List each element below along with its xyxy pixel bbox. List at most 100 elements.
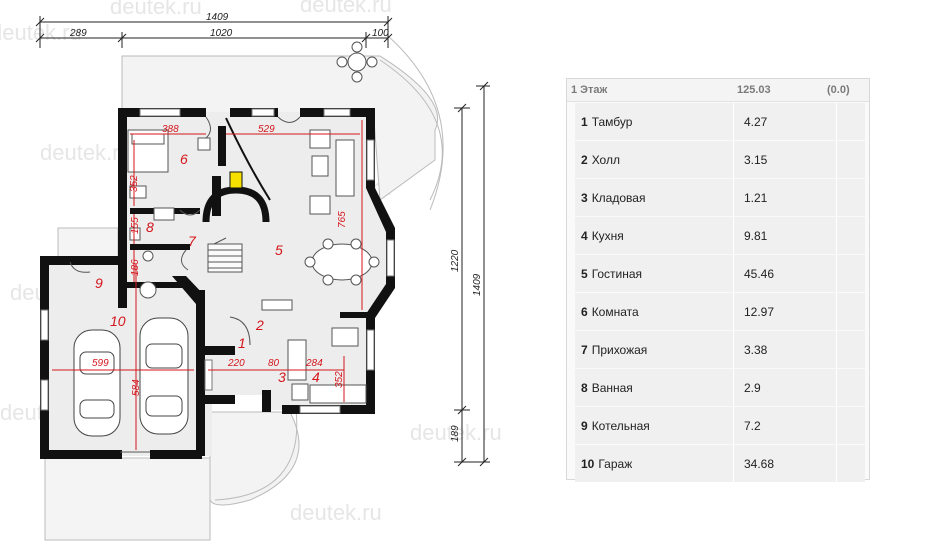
curved-partition xyxy=(225,117,271,201)
terrace-bottom xyxy=(209,411,300,506)
overall-width-label: 1409 xyxy=(206,12,229,23)
room-number: 8 xyxy=(581,380,588,395)
furniture xyxy=(127,129,380,404)
room-name: Гостиная xyxy=(591,266,643,281)
room-dim: 352 xyxy=(129,175,140,192)
room-number: 6 xyxy=(581,304,588,319)
room-name: Тамбур xyxy=(591,114,633,129)
boiler-round-icon xyxy=(139,281,157,299)
room-name: Ванная xyxy=(591,380,633,395)
blank-cell xyxy=(837,217,865,254)
room-number: 10 xyxy=(581,456,595,471)
room-number: 9 xyxy=(581,418,588,433)
room-area: 2.9 xyxy=(734,369,837,406)
outer-dimensions: 1409 289 1020 100 1220 1409 189 xyxy=(69,12,483,442)
terrace-bottom-arc xyxy=(214,409,298,501)
patio-table-icon xyxy=(336,41,378,83)
room-number: 1 xyxy=(238,335,246,351)
room-name: Котельная xyxy=(591,418,650,433)
outer-dim-lines xyxy=(35,16,490,467)
watermark: deutek.ru xyxy=(290,500,382,525)
room-dim: 284 xyxy=(305,358,323,369)
height-main-label: 1220 xyxy=(450,249,461,272)
room-number: 5 xyxy=(581,266,588,281)
room-area: 9.81 xyxy=(734,217,837,254)
room-dim: 584 xyxy=(131,379,142,396)
blank-cell xyxy=(837,331,865,368)
room-dim: 220 xyxy=(227,358,245,369)
dining-table-icon xyxy=(311,243,373,281)
blank-cell xyxy=(837,369,865,406)
room-number: 7 xyxy=(581,342,588,357)
bathtub-icon xyxy=(153,207,175,221)
room-number: 6 xyxy=(180,151,188,167)
room-number: 7 xyxy=(188,233,197,249)
room-number: 3 xyxy=(278,369,286,385)
height-bottom-label: 189 xyxy=(450,425,461,442)
blank-cell xyxy=(837,407,865,444)
watermark: deutek.ru xyxy=(0,20,82,45)
blank-cell xyxy=(837,103,865,140)
room-name: Кладовая xyxy=(591,190,646,205)
extra-area: (0.0) xyxy=(827,84,850,96)
room-dim: 529 xyxy=(258,124,275,135)
sofa-icon xyxy=(335,139,355,197)
blank-cell xyxy=(837,141,865,178)
floor-plan: deutek.ru deutek.ru deutek.ru deutek.ru … xyxy=(0,0,502,541)
boiler-icon xyxy=(229,171,243,189)
terrace-top xyxy=(121,55,439,201)
car-icon xyxy=(73,329,121,437)
room-dim: 765 xyxy=(337,211,348,228)
main-floor xyxy=(122,112,392,410)
left-offset-label: 289 xyxy=(69,28,87,39)
room-area: 45.46 xyxy=(734,255,837,292)
room-number: 4 xyxy=(312,369,320,385)
floor-label: 1 Этаж xyxy=(571,84,608,96)
armchair-icon xyxy=(309,129,331,149)
room-number: 3 xyxy=(581,190,588,205)
main-width-label: 1020 xyxy=(210,28,233,39)
room-number: 4 xyxy=(581,228,588,243)
room-area: 7.2 xyxy=(734,407,837,444)
room-area: 12.97 xyxy=(734,293,837,330)
watermark: deutek.ru xyxy=(410,420,502,445)
room-name: Кухня xyxy=(591,228,624,243)
room-dim-lines xyxy=(52,120,363,450)
total-area: 125.03 xyxy=(737,84,771,96)
room-dim: 80 xyxy=(268,358,280,369)
room-number: 2 xyxy=(581,152,588,167)
room-number: 8 xyxy=(146,219,154,235)
stairs-icon xyxy=(207,237,243,273)
room-numbers: 1 2 3 4 5 6 7 8 9 10 xyxy=(95,151,320,385)
windows xyxy=(40,108,395,414)
blank-cell xyxy=(837,445,865,482)
blank-cell xyxy=(837,179,865,216)
room-number: 9 xyxy=(95,275,103,291)
blank-cell xyxy=(837,293,865,330)
room-area: 3.38 xyxy=(734,331,837,368)
kitchen-counter-icon xyxy=(309,384,367,404)
room-number: 1 xyxy=(581,114,588,129)
room-dim: 186 xyxy=(130,259,141,276)
room-dim: 352 xyxy=(334,371,345,388)
room-dim: 388 xyxy=(162,124,179,135)
room-dim: 599 xyxy=(92,358,109,369)
room-name: Холл xyxy=(591,152,620,167)
room-area: 34.68 xyxy=(734,445,837,482)
room-number: 2 xyxy=(255,317,264,333)
